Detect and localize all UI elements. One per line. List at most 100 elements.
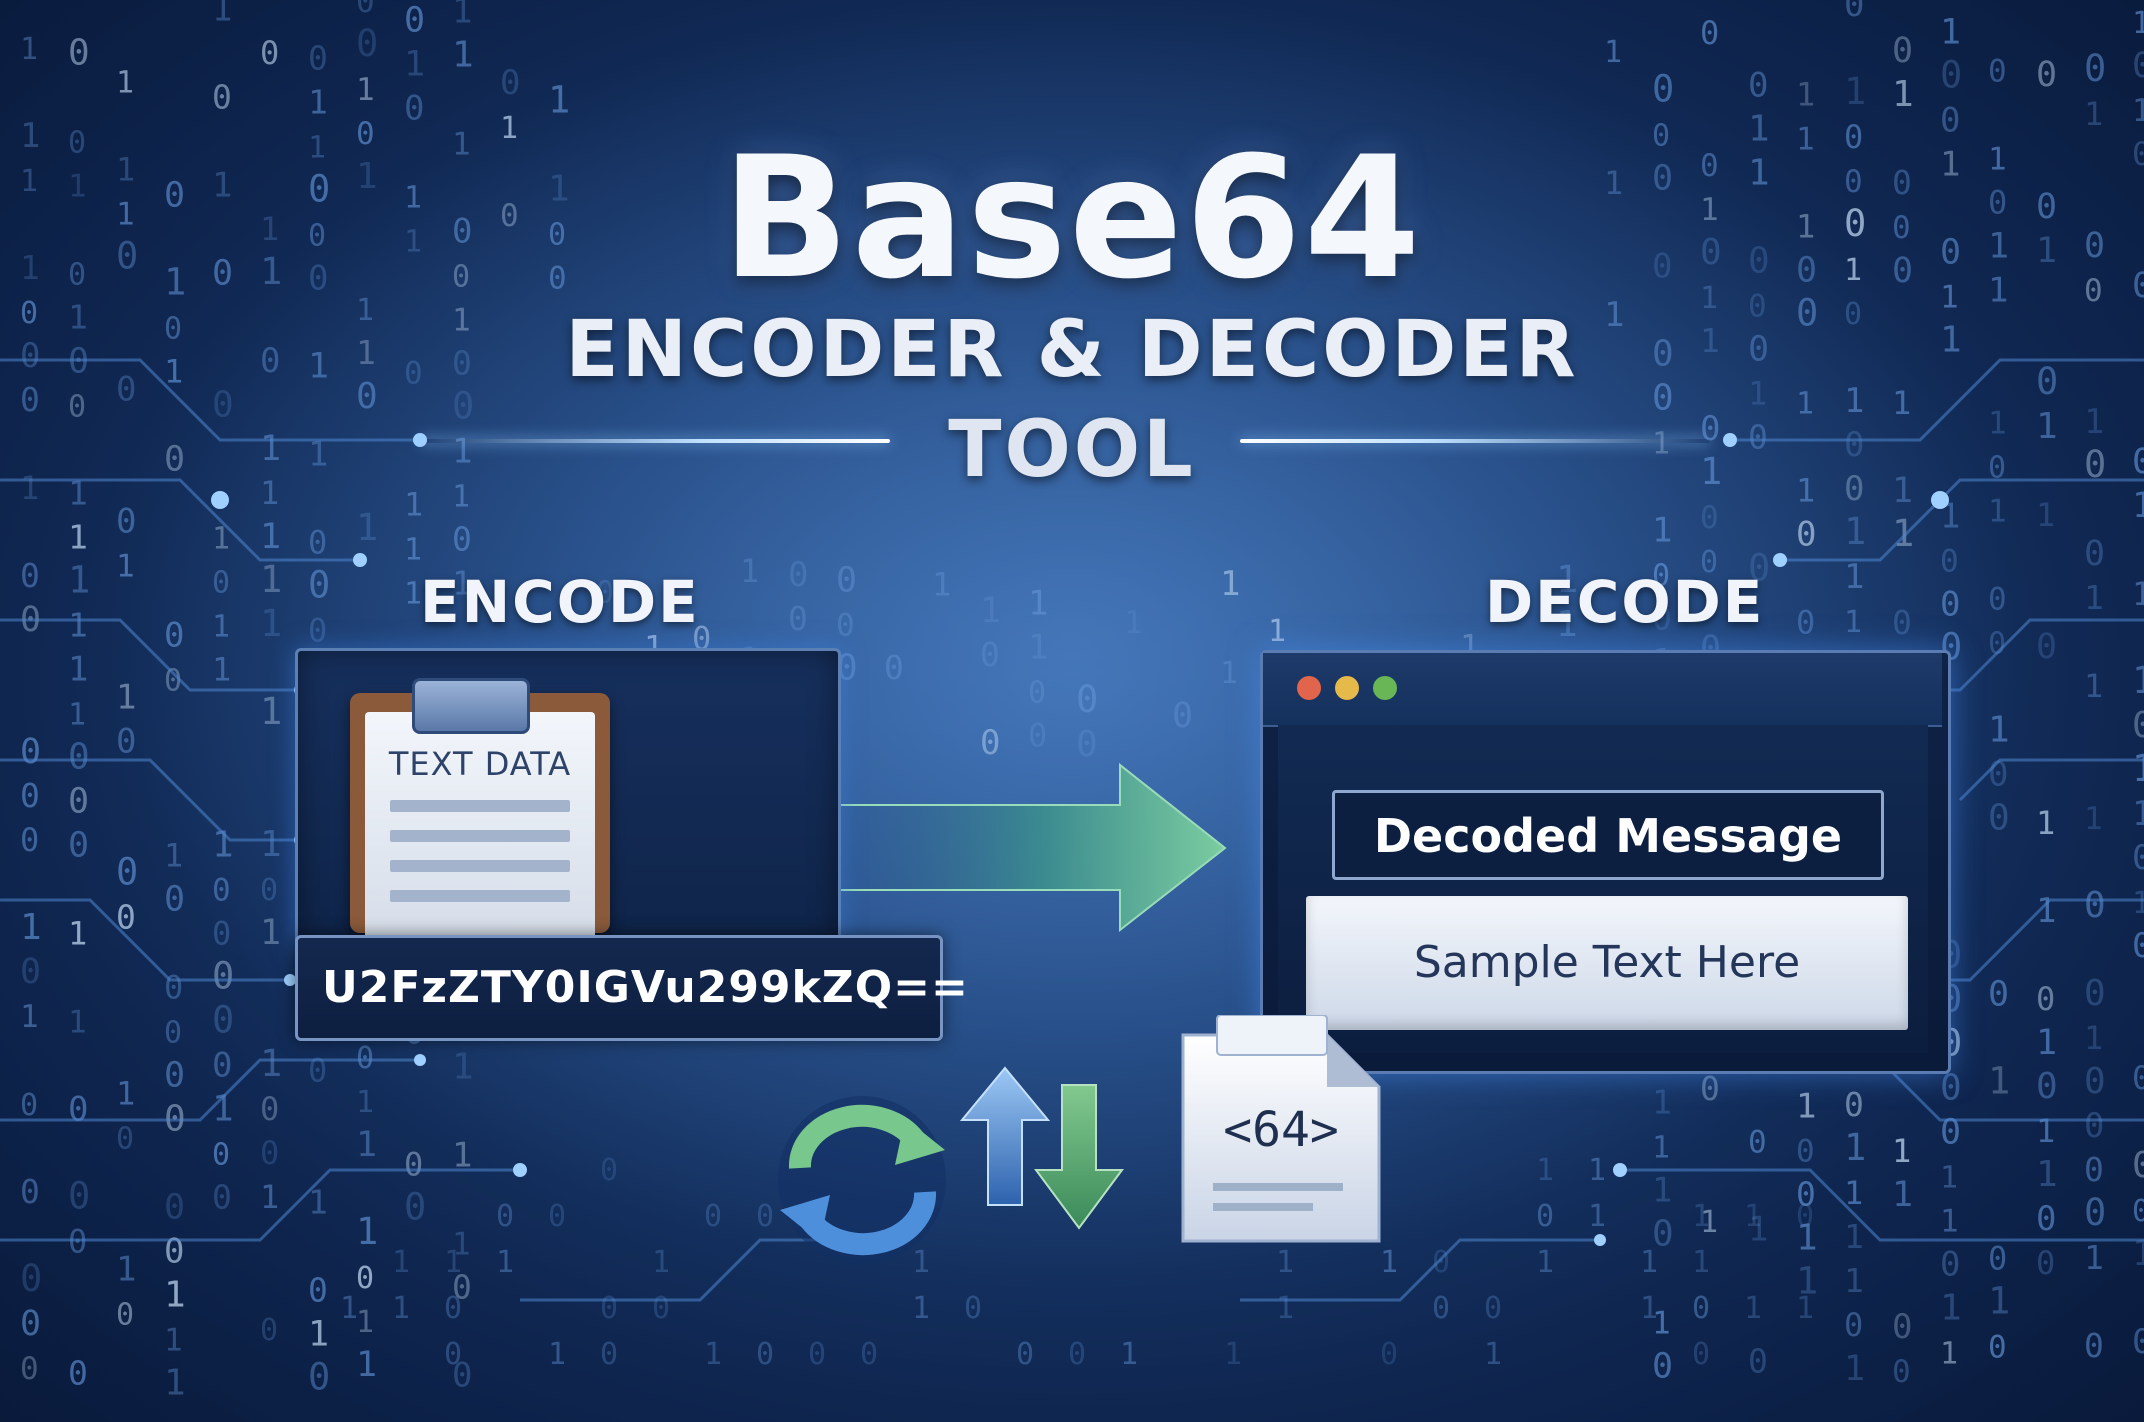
binary-digit: 1 (1700, 321, 1720, 360)
binary-digit: 1 (1220, 656, 1238, 691)
binary-digit: 0 (2084, 47, 2106, 90)
binary-digit: 1 (1748, 374, 1767, 412)
binary-digit: 1 (2132, 93, 2144, 129)
binary-digit: 0 (964, 1291, 982, 1326)
binary-digit: 1 (164, 1322, 183, 1358)
binary-digit: 1 (2084, 402, 2104, 442)
binary-digit: 1 (116, 66, 134, 101)
binary-digit: 0 (20, 336, 40, 376)
binary-digit: 1 (1556, 604, 1578, 645)
binary-digit: 0 (1940, 585, 1960, 625)
window-close-dot[interactable] (1297, 676, 1321, 700)
binary-digit: 0 (20, 952, 41, 992)
binary-digit: 1 (452, 302, 471, 338)
binary-digit: 0 (308, 563, 330, 606)
binary-digit: 0 (1796, 603, 1815, 641)
binary-digit: 0 (1940, 1113, 1961, 1153)
paper-line (390, 830, 570, 842)
binary-digit: 1 (68, 649, 88, 689)
binary-digit: 1 (20, 469, 39, 507)
window-maximize-dot[interactable] (1373, 676, 1397, 700)
binary-digit: 1 (1844, 1261, 1864, 1300)
binary-digit: 1 (1796, 471, 1815, 509)
binary-digit: 0 (1940, 1068, 1962, 1109)
binary-digit: 0 (500, 63, 520, 103)
binary-digit: 1 (932, 565, 951, 603)
refresh-icon (778, 1096, 946, 1264)
binary-digit: 1 (308, 346, 329, 386)
binary-digit: 1 (1028, 583, 1048, 623)
binary-digit: 1 (260, 250, 282, 293)
binary-digit: 0 (2084, 443, 2106, 486)
binary-digit: 0 (2036, 360, 2058, 403)
binary-digit: 0 (980, 635, 1000, 674)
binary-digit: 0 (1652, 377, 1674, 418)
encoded-output-field[interactable]: U2FzZTY0IGVu299kZQ== (295, 935, 968, 1041)
binary-digit: 0 (600, 1291, 618, 1326)
binary-digit: 0 (1796, 1174, 1816, 1213)
binary-digit: 1 (1124, 605, 1143, 641)
binary-digit: 0 (1652, 118, 1670, 153)
binary-digit: 0 (1652, 158, 1673, 198)
binary-digit: 0 (1380, 1337, 1398, 1372)
binary-digit: 1 (2132, 659, 2144, 702)
decoded-output-field[interactable]: Sample Text Here (1306, 896, 1908, 1030)
binary-digit: 0 (68, 736, 90, 777)
binary-digit: 0 (116, 1122, 134, 1157)
binary-digit: 1 (2084, 1019, 2103, 1057)
binary-digit: 0 (2132, 135, 2144, 173)
binary-digit: 1 (1276, 1291, 1294, 1326)
binary-digit: 1 (1744, 1291, 1762, 1326)
binary-digit: 0 (2132, 838, 2144, 878)
binary-digit: 0 (2132, 926, 2144, 966)
binary-digit: 0 (164, 1015, 182, 1050)
binary-digit: 1 (2084, 95, 2103, 133)
clipboard-title: TEXT DATA (388, 745, 572, 783)
binary-digit: 1 (1988, 709, 2010, 750)
binary-digit: 1 (116, 151, 135, 189)
subtitle-line-1: ENCODER & DECODER (565, 305, 1579, 395)
binary-digit: 0 (164, 615, 184, 655)
up-down-arrows-icon (959, 1066, 1124, 1230)
binary-digit: 0 (116, 722, 136, 762)
binary-digit: 0 (20, 1304, 41, 1344)
binary-digit: 1 (260, 1042, 282, 1085)
binary-digit: 1 (1844, 1349, 1865, 1389)
binary-digit: 0 (1432, 1291, 1450, 1326)
binary-digit: 0 (1028, 675, 1046, 710)
binary-digit: 0 (212, 384, 234, 425)
binary-digit: 0 (1748, 288, 1767, 324)
binary-digit: 0 (164, 1187, 185, 1227)
binary-digit: 1 (1640, 1245, 1658, 1280)
binary-digit: 0 (68, 32, 90, 73)
binary-digit: 1 (1796, 207, 1815, 245)
binary-digit: 1 (1588, 1199, 1606, 1234)
binary-digit: 1 (500, 111, 518, 146)
binary-digit: 0 (404, 355, 423, 391)
binary-digit: 0 (2132, 1194, 2144, 1229)
binary-digit: 1 (212, 0, 232, 29)
binary-digit: 1 (1224, 1337, 1242, 1372)
binary-digit: 1 (404, 44, 425, 84)
binary-digit: 0 (1988, 626, 2006, 661)
binary-digit: 1 (1700, 450, 1722, 493)
binary-digit: 1 (68, 1004, 87, 1040)
binary-digit: 0 (212, 872, 231, 908)
binary-digit: 0 (2084, 1191, 2106, 1234)
window-minimize-dot[interactable] (1335, 676, 1359, 700)
binary-digit: 0 (1748, 65, 1768, 105)
binary-digit: 0 (1652, 598, 1672, 637)
binary-digit: 0 (20, 776, 40, 815)
binary-digit: 0 (1748, 1124, 1767, 1160)
binary-digit: 1 (164, 1274, 186, 1315)
binary-digit: 1 (452, 1046, 474, 1087)
binary-digit: 0 (1988, 1239, 2007, 1277)
binary-digit: 1 (452, 1135, 472, 1175)
binary-digit: 0 (260, 1090, 279, 1128)
binary-digit: 0 (2036, 1199, 2056, 1239)
binary-digit: 0 (1076, 724, 1098, 765)
binary-digit: 0 (1700, 1069, 1720, 1108)
binary-digit: 0 (212, 954, 234, 997)
binary-digit: 0 (2036, 980, 2055, 1018)
binary-digit: 1 (392, 1245, 410, 1280)
